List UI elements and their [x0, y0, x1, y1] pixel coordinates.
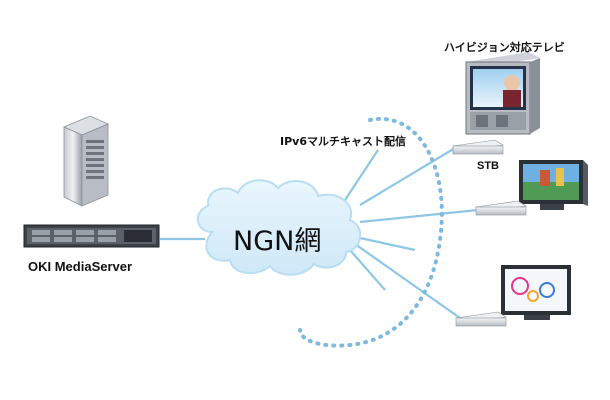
- cloud-icon: [197, 179, 361, 276]
- tower-server-icon: [62, 115, 110, 207]
- set-top-box-icon: [452, 139, 504, 155]
- link-branch-b: [359, 236, 416, 252]
- link-branch-c: [349, 249, 386, 291]
- hdtv-label: ハイビジョン対応テレビ: [444, 41, 565, 54]
- link-branch-a: [344, 149, 379, 201]
- link-stb-1: [359, 147, 456, 206]
- flat-tv-icon: [501, 265, 571, 320]
- set-top-box-icon: [455, 311, 507, 327]
- link-stb-2: [359, 208, 479, 224]
- links: [160, 147, 479, 319]
- multicast-label: IPv6マルチキャスト配信: [280, 135, 406, 148]
- network-label: NGN網: [233, 226, 322, 257]
- rack-server-icon: [23, 224, 160, 248]
- crt-tv-icon: [465, 52, 540, 135]
- multicast-ring: [298, 116, 444, 348]
- link-stb-3: [354, 243, 461, 319]
- server-label: OKI MediaServer: [28, 259, 133, 274]
- set-top-box-icon: [475, 200, 527, 216]
- stb-label: STB: [477, 160, 499, 172]
- flat-tv-icon: [519, 160, 588, 210]
